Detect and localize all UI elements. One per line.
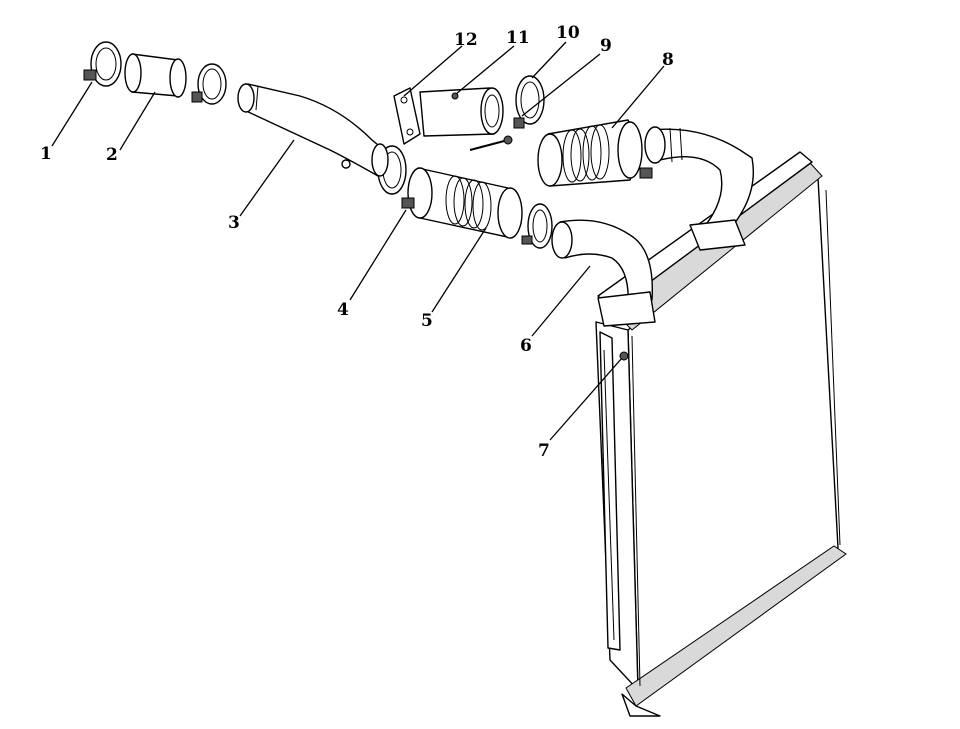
callout-5: 5 (421, 311, 433, 331)
leader-12 (403, 45, 463, 97)
leader-lines (51, 41, 665, 441)
callout-8: 8 (662, 50, 674, 70)
bracket-12 (393, 87, 421, 145)
clamp-1 (83, 41, 122, 87)
leader-4 (349, 209, 407, 301)
callout-6: 6 (520, 336, 532, 356)
leader-11 (455, 45, 515, 95)
leader-3 (239, 139, 295, 217)
callout-2: 2 (106, 145, 118, 165)
clamp-near-sleeve (191, 63, 227, 105)
callout-7: 7 (538, 441, 550, 461)
inlet-elbow-pipe (551, 219, 656, 327)
callout-3: 3 (228, 213, 240, 233)
hose-11 (419, 87, 504, 137)
clamp-10 (513, 75, 545, 129)
leader-10 (531, 41, 567, 79)
bellows-hose-5 (407, 167, 523, 239)
bellows-hose-8 (537, 119, 653, 187)
callout-10: 10 (556, 23, 580, 43)
leader-7 (549, 357, 623, 441)
leader-9 (521, 53, 601, 117)
callout-12: 12 (454, 30, 478, 50)
outlet-elbow-pipe (644, 126, 754, 251)
callout-4: 4 (337, 300, 349, 320)
callout-9: 9 (600, 36, 612, 56)
leader-5 (431, 227, 487, 313)
callout-1: 1 (40, 144, 52, 164)
leader-1 (51, 81, 93, 147)
callout-11: 11 (506, 28, 530, 48)
leader-8 (611, 65, 665, 129)
bolt-9 (469, 135, 513, 151)
main-pipe-3 (237, 83, 389, 177)
leader-2 (119, 91, 156, 151)
leader-6 (531, 265, 591, 337)
sleeve-2 (124, 53, 187, 98)
clamp-near-elbow (521, 203, 553, 249)
